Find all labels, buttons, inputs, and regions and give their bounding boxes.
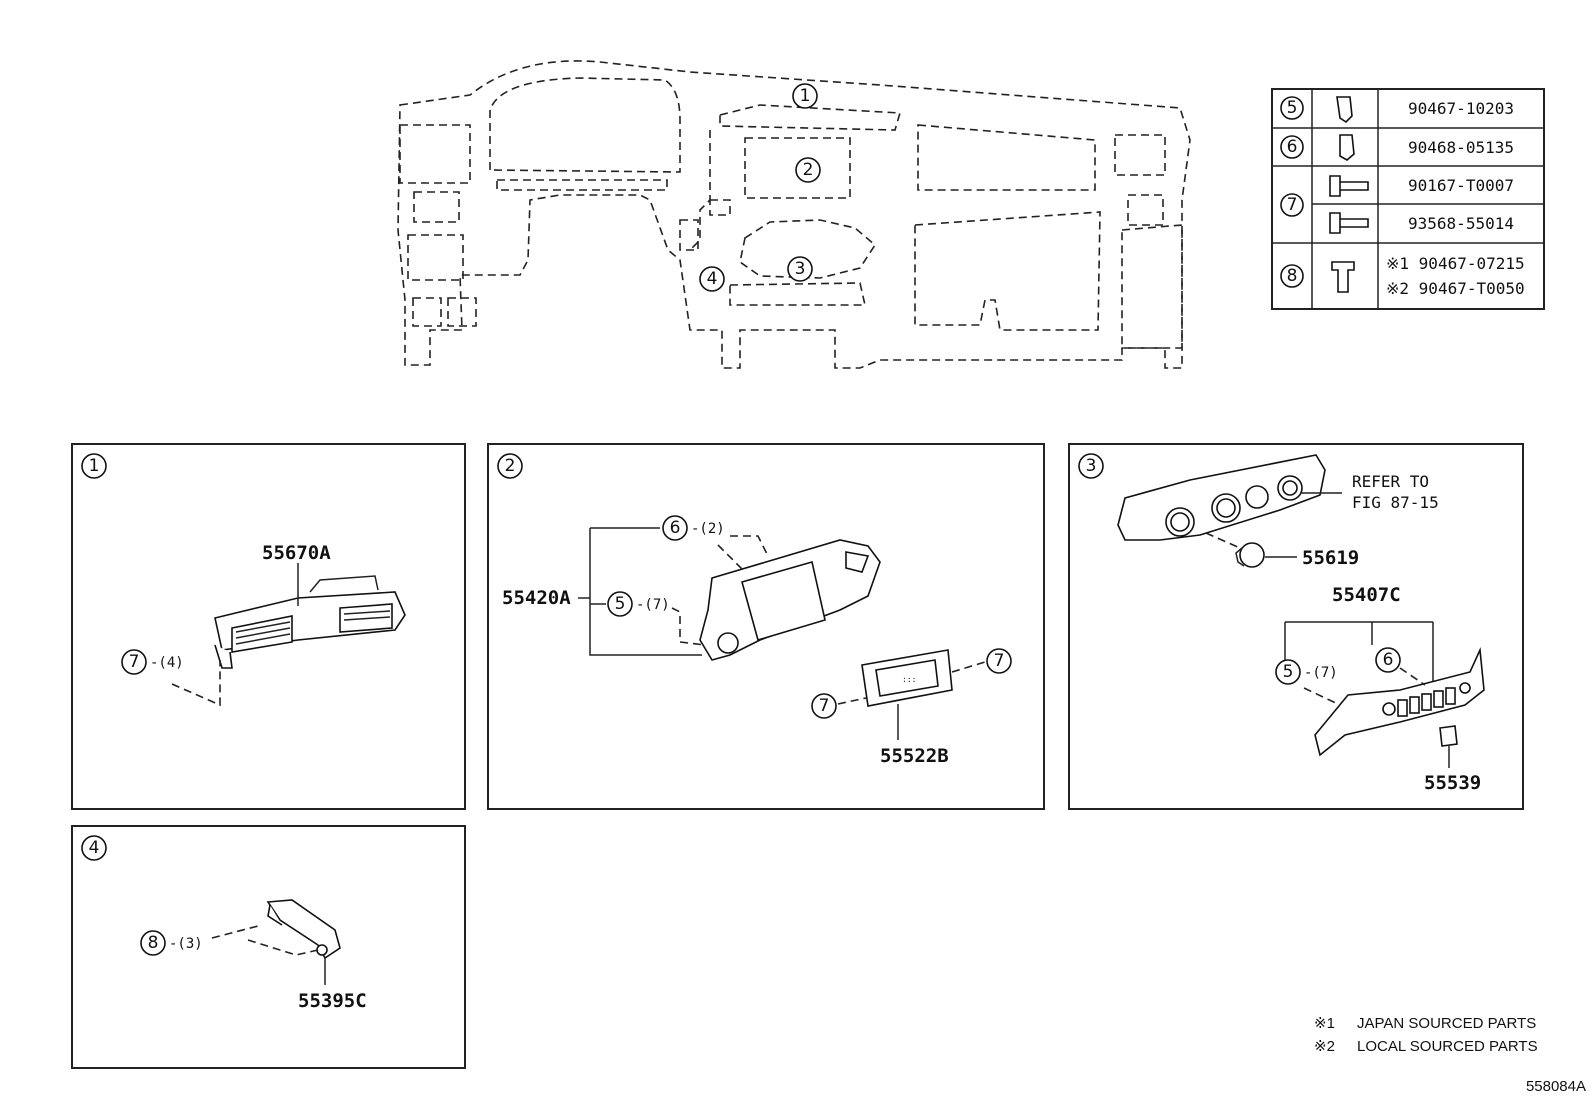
panel-1-ref: 1 <box>89 456 100 476</box>
part-55619: 55619 <box>1302 547 1359 569</box>
table-part-90467-T0050: ※2 90467-T0050 <box>1386 279 1525 298</box>
overview-callout-3: 3 <box>795 259 806 279</box>
screw-icon <box>1329 175 1369 197</box>
clip-icon <box>1339 134 1355 161</box>
refer-to-line1: REFER TO <box>1352 472 1429 491</box>
part-55539: 55539 <box>1424 772 1481 794</box>
overview-callout-1: 1 <box>800 86 811 106</box>
part-55395C: 55395C <box>298 990 367 1012</box>
panel-1: 1 55670A 7 -(4) <box>71 443 466 810</box>
note-2-mark: ※2 <box>1314 1038 1335 1055</box>
panel-1-callout-7: 7 <box>129 652 140 672</box>
screw-icon <box>1329 212 1369 234</box>
panel-3-callout-6: 6 <box>1383 650 1394 670</box>
table-ref-8: 8 <box>1287 266 1298 286</box>
panel-2-callout-7b: 7 <box>819 696 830 716</box>
note-1-text: JAPAN SOURCED PARTS <box>1357 1015 1536 1032</box>
panel-4: 4 55395C 8 -(3) <box>71 825 466 1069</box>
knob-icon <box>1239 542 1265 568</box>
panel-3: 3 REFER TO FIG 87-15 55619 55407C 5 -(7) <box>1068 443 1524 810</box>
table-ref-5: 5 <box>1287 98 1298 118</box>
table-part-90467-07215: ※1 90467-07215 <box>1386 254 1525 273</box>
panel-4-callout-8-qty: -(3) <box>169 936 203 952</box>
part-55420A: 55420A <box>502 587 571 609</box>
panel-1-callout-7-qty: -(4) <box>150 655 184 671</box>
panel-3-callout-5-qty: -(7) <box>1304 665 1338 681</box>
table-part-90467-10203: 90467-10203 <box>1408 99 1514 118</box>
notes: ※1 JAPAN SOURCED PARTS ※2 LOCAL SOURCED … <box>1314 1015 1538 1055</box>
table-ref-6: 6 <box>1287 137 1298 157</box>
panel-2-callout-5: 5 <box>615 594 626 614</box>
panel-2-ref: 2 <box>505 456 516 476</box>
dashboard-overview: 1 2 3 4 <box>397 60 1191 369</box>
switch-icon <box>1439 725 1458 747</box>
fastener-table: 5 6 7 8 90467-10203 90468-05135 90167-T0… <box>1271 88 1545 310</box>
table-part-90468-05135: 90468-05135 <box>1408 138 1514 157</box>
table-ref-7: 7 <box>1287 195 1298 215</box>
note-2-text: LOCAL SOURCED PARTS <box>1357 1038 1538 1055</box>
overview-callout-2: 2 <box>803 160 814 180</box>
bracket-part <box>266 899 341 960</box>
clip-icon <box>1336 96 1353 124</box>
overview-callout-4: 4 <box>707 269 718 289</box>
pin-icon <box>1331 261 1355 293</box>
panel-4-ref: 4 <box>89 838 100 858</box>
diagram-id: 558084A <box>1526 1078 1586 1095</box>
panel-3-callout-5: 5 <box>1283 662 1294 682</box>
part-55522B: 55522B <box>880 745 949 767</box>
panel-2-callout-6-qty: -(2) <box>691 521 725 537</box>
part-55407C: 55407C <box>1332 584 1401 606</box>
panel-2: 2 55420A 6 -(2) 5 -(7) ::: 55522B 7 7 <box>487 443 1045 810</box>
panel-2-callout-7a: 7 <box>994 651 1005 671</box>
svg-text::::: ::: <box>902 675 916 684</box>
note-1-mark: ※1 <box>1314 1015 1335 1032</box>
panel-2-callout-5-qty: -(7) <box>636 597 670 613</box>
panel-4-callout-8: 8 <box>148 933 159 953</box>
part-55670A: 55670A <box>262 542 331 564</box>
table-part-90167-T0007: 90167-T0007 <box>1408 176 1514 195</box>
table-part-93568-55014: 93568-55014 <box>1408 214 1514 233</box>
refer-to-line2: FIG 87-15 <box>1352 493 1439 512</box>
panel-3-ref: 3 <box>1086 456 1097 476</box>
panel-2-callout-6: 6 <box>670 518 681 538</box>
